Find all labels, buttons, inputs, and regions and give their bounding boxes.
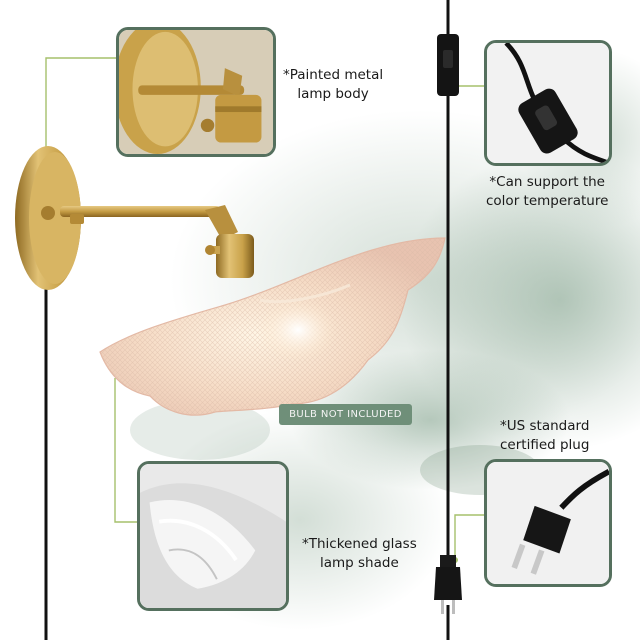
callout-color-temperature: *Can support the color temperature [486, 173, 608, 211]
callout-glass-shade-line1: *Thickened glass [302, 536, 417, 552]
switch-closeup-icon [487, 43, 609, 163]
lamp-body-closeup-icon [119, 30, 273, 154]
callout-glass-shade: *Thickened glass lamp shade [302, 535, 417, 573]
lamp-body-closeup [116, 27, 276, 157]
plug-closeup [484, 459, 612, 587]
callout-plug: *US standard certified plug [500, 417, 589, 455]
glass-shade-closeup [137, 461, 289, 611]
callout-lamp-body-line2: lamp body [297, 86, 369, 102]
glass-shade-closeup-icon [140, 464, 286, 608]
bulb-not-included-badge: BULB NOT INCLUDED [279, 404, 412, 425]
callout-color-temperature-line1: *Can support the [489, 174, 605, 190]
switch-closeup [484, 40, 612, 166]
callout-plug-line2: certified plug [500, 437, 590, 453]
callout-glass-shade-line2: lamp shade [319, 555, 399, 571]
callout-lamp-body-line1: *Painted metal [283, 67, 384, 83]
plug-closeup-icon [487, 462, 609, 584]
callout-lamp-body: *Painted metal lamp body [283, 66, 383, 104]
callout-color-temperature-line2: color temperature [486, 193, 609, 209]
callout-plug-line1: *US standard [500, 418, 590, 434]
